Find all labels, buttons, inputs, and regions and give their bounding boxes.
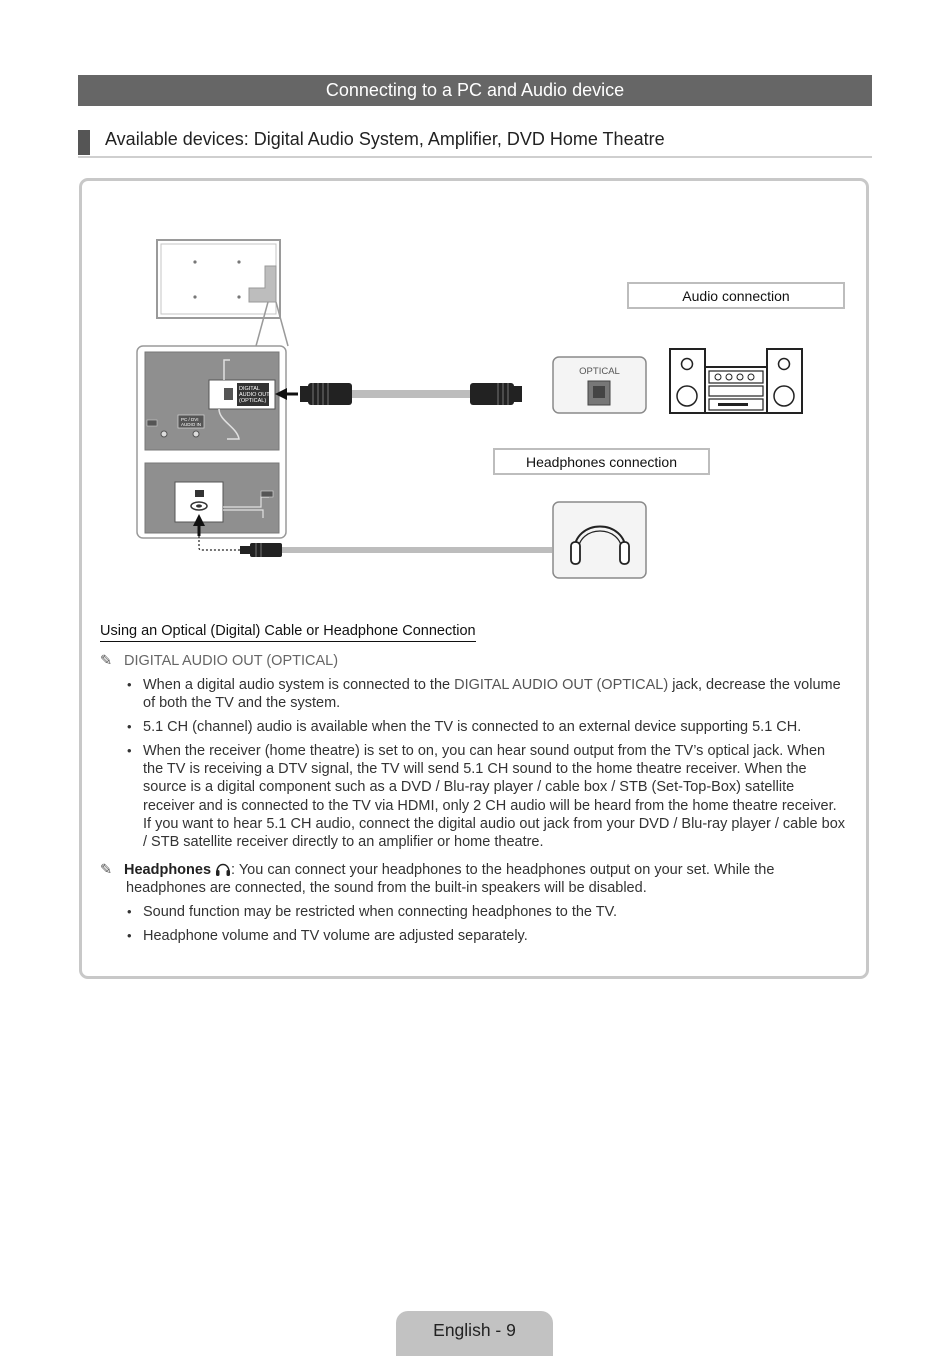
audio-connection-label: Audio connection xyxy=(627,282,845,309)
list-item: Sound function may be restricted when co… xyxy=(126,903,848,922)
list-item: 5.1 CH (channel) audio is available when… xyxy=(126,718,848,737)
optical-input-device xyxy=(552,356,647,414)
connection-diagram: DIGITAL AUDIO OUT (OPTICAL) PC / DVI AUD… xyxy=(136,239,803,579)
list-item: When the receiver (home theatre) is set … xyxy=(126,742,848,852)
optical-cable xyxy=(300,383,522,405)
pencil-icon: ✎ xyxy=(100,653,113,669)
headphone-cable xyxy=(198,536,552,557)
note-digital-audio-title: DIGITAL AUDIO OUT (OPTICAL) xyxy=(124,653,339,669)
home-theatre-icon xyxy=(669,348,803,414)
content-panel xyxy=(79,178,869,979)
headphones-icon xyxy=(216,863,231,876)
headphones-bullet-list: Sound function may be restricted when co… xyxy=(126,903,848,951)
svg-text:AUDIO OUT: AUDIO OUT xyxy=(239,392,270,398)
section-heading: Available devices: Digital Audio System,… xyxy=(78,128,872,158)
svg-text:AUDIO IN: AUDIO IN xyxy=(181,422,201,427)
note-headphones-text: : You can connect your headphones to the… xyxy=(126,862,775,896)
headphones-connection-label: Headphones connection xyxy=(493,448,710,475)
digital-audio-bullet-list: When a digital audio system is connected… xyxy=(126,676,848,857)
page-number: English - 9 xyxy=(433,1320,516,1340)
headphones-device-icon xyxy=(552,501,647,579)
section-heading-text: Available devices: Digital Audio System,… xyxy=(105,129,665,149)
pencil-icon: ✎ xyxy=(100,862,113,878)
note-headphones-title: Headphones xyxy=(124,862,212,878)
section-subtitle: Using an Optical (Digital) Cable or Head… xyxy=(100,623,476,642)
list-item: Headphone volume and TV volume are adjus… xyxy=(126,927,848,946)
note-headphones: ✎ Headphones : You can connect your headp… xyxy=(100,861,846,897)
svg-text:PC / DVI: PC / DVI xyxy=(181,417,199,422)
page-title-bar: Connecting to a PC and Audio device xyxy=(78,75,872,106)
svg-text:(OPTICAL): (OPTICAL) xyxy=(239,398,266,404)
page-title: Connecting to a PC and Audio device xyxy=(325,80,625,100)
note-digital-audio: ✎ DIGITAL AUDIO OUT (OPTICAL) xyxy=(100,652,846,670)
headphones-connection-text: Headphones connection xyxy=(525,453,677,470)
page-number-tab: English - 9 xyxy=(396,1311,553,1356)
svg-text:DIGITAL: DIGITAL xyxy=(239,386,260,392)
optical-port-label: OPTICAL xyxy=(579,366,620,377)
tv-back-icon xyxy=(156,239,289,347)
heading-marker xyxy=(78,130,90,155)
list-item: When a digital audio system is connected… xyxy=(126,676,848,713)
tv-jack-panel: DIGITAL AUDIO OUT (OPTICAL) PC / DVI AUD… xyxy=(136,345,298,539)
audio-connection-text: Audio connection xyxy=(682,287,790,304)
